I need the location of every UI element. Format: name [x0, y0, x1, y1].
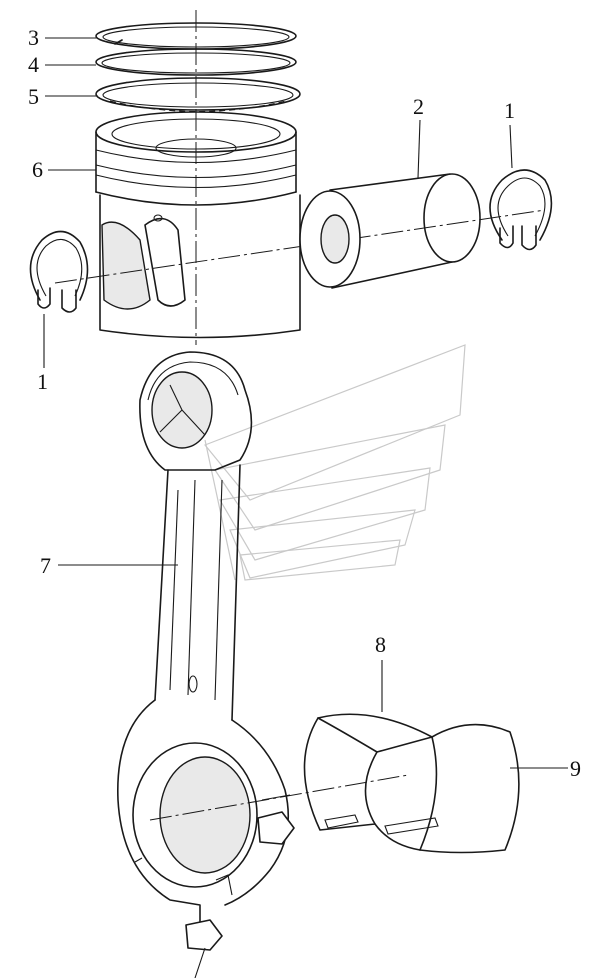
connecting-rod: [117, 351, 295, 978]
leader-lines: [43, 37, 568, 769]
callout-label-1-left: 1: [37, 369, 48, 394]
upper-bearing-shell: [303, 713, 439, 835]
crank-axis: [149, 774, 409, 821]
callout-label-4: 4: [28, 52, 39, 77]
lower-bearing-shell: [374, 723, 520, 854]
callout-label-7: 7: [40, 553, 51, 578]
retaining-ring-left: [29, 230, 89, 313]
second-compression-ring: [95, 48, 297, 76]
callout-label-9: 9: [570, 756, 581, 781]
callout-label-1-right: 1: [504, 98, 515, 123]
retaining-ring-right: [489, 169, 553, 251]
callout-label-8: 8: [375, 632, 386, 657]
callout-label-2: 2: [413, 94, 424, 119]
callout-label-5: 5: [28, 84, 39, 109]
oil-control-ring: [95, 77, 301, 113]
callout-label-3: 3: [28, 25, 39, 50]
piston-pin: [299, 173, 481, 289]
callout-labels: 1 2 3 4 5 6 1 7 8 9: [28, 25, 581, 781]
watermark-logo: [204, 344, 466, 581]
piston: [95, 111, 301, 339]
callout-label-6: 6: [32, 157, 43, 182]
